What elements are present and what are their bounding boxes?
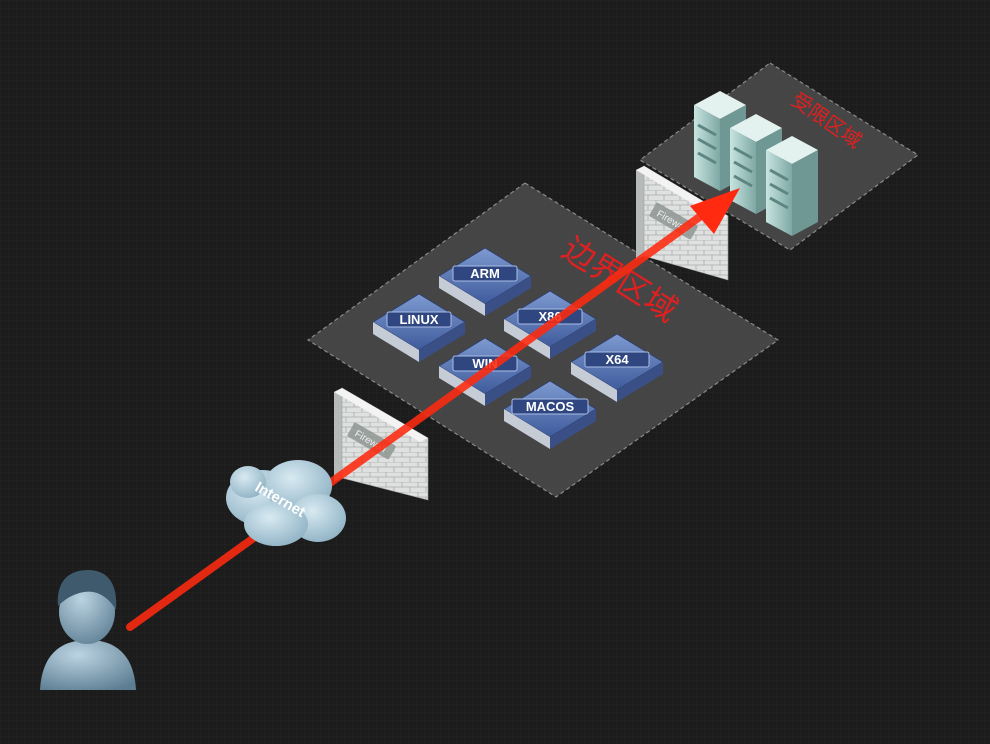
- cloud-icon: [226, 460, 346, 546]
- restricted-servers: [694, 91, 818, 236]
- server-macos: MACOS: [503, 380, 597, 449]
- server-label-arm: ARM: [470, 266, 500, 281]
- server-label-linux: LINUX: [400, 312, 439, 327]
- server-x64: X64: [570, 333, 664, 402]
- server-tower-icon: [766, 136, 818, 236]
- server-label-x64: X64: [605, 352, 629, 367]
- server-arm: ARM: [438, 247, 532, 316]
- server-linux: LINUX: [372, 293, 466, 362]
- user-icon: [40, 570, 136, 690]
- arrow-head-icon: [690, 188, 740, 234]
- server-label-macos: MACOS: [526, 399, 575, 414]
- attack-path-arrow: [126, 188, 740, 631]
- internet-cloud: Internet: [226, 460, 346, 546]
